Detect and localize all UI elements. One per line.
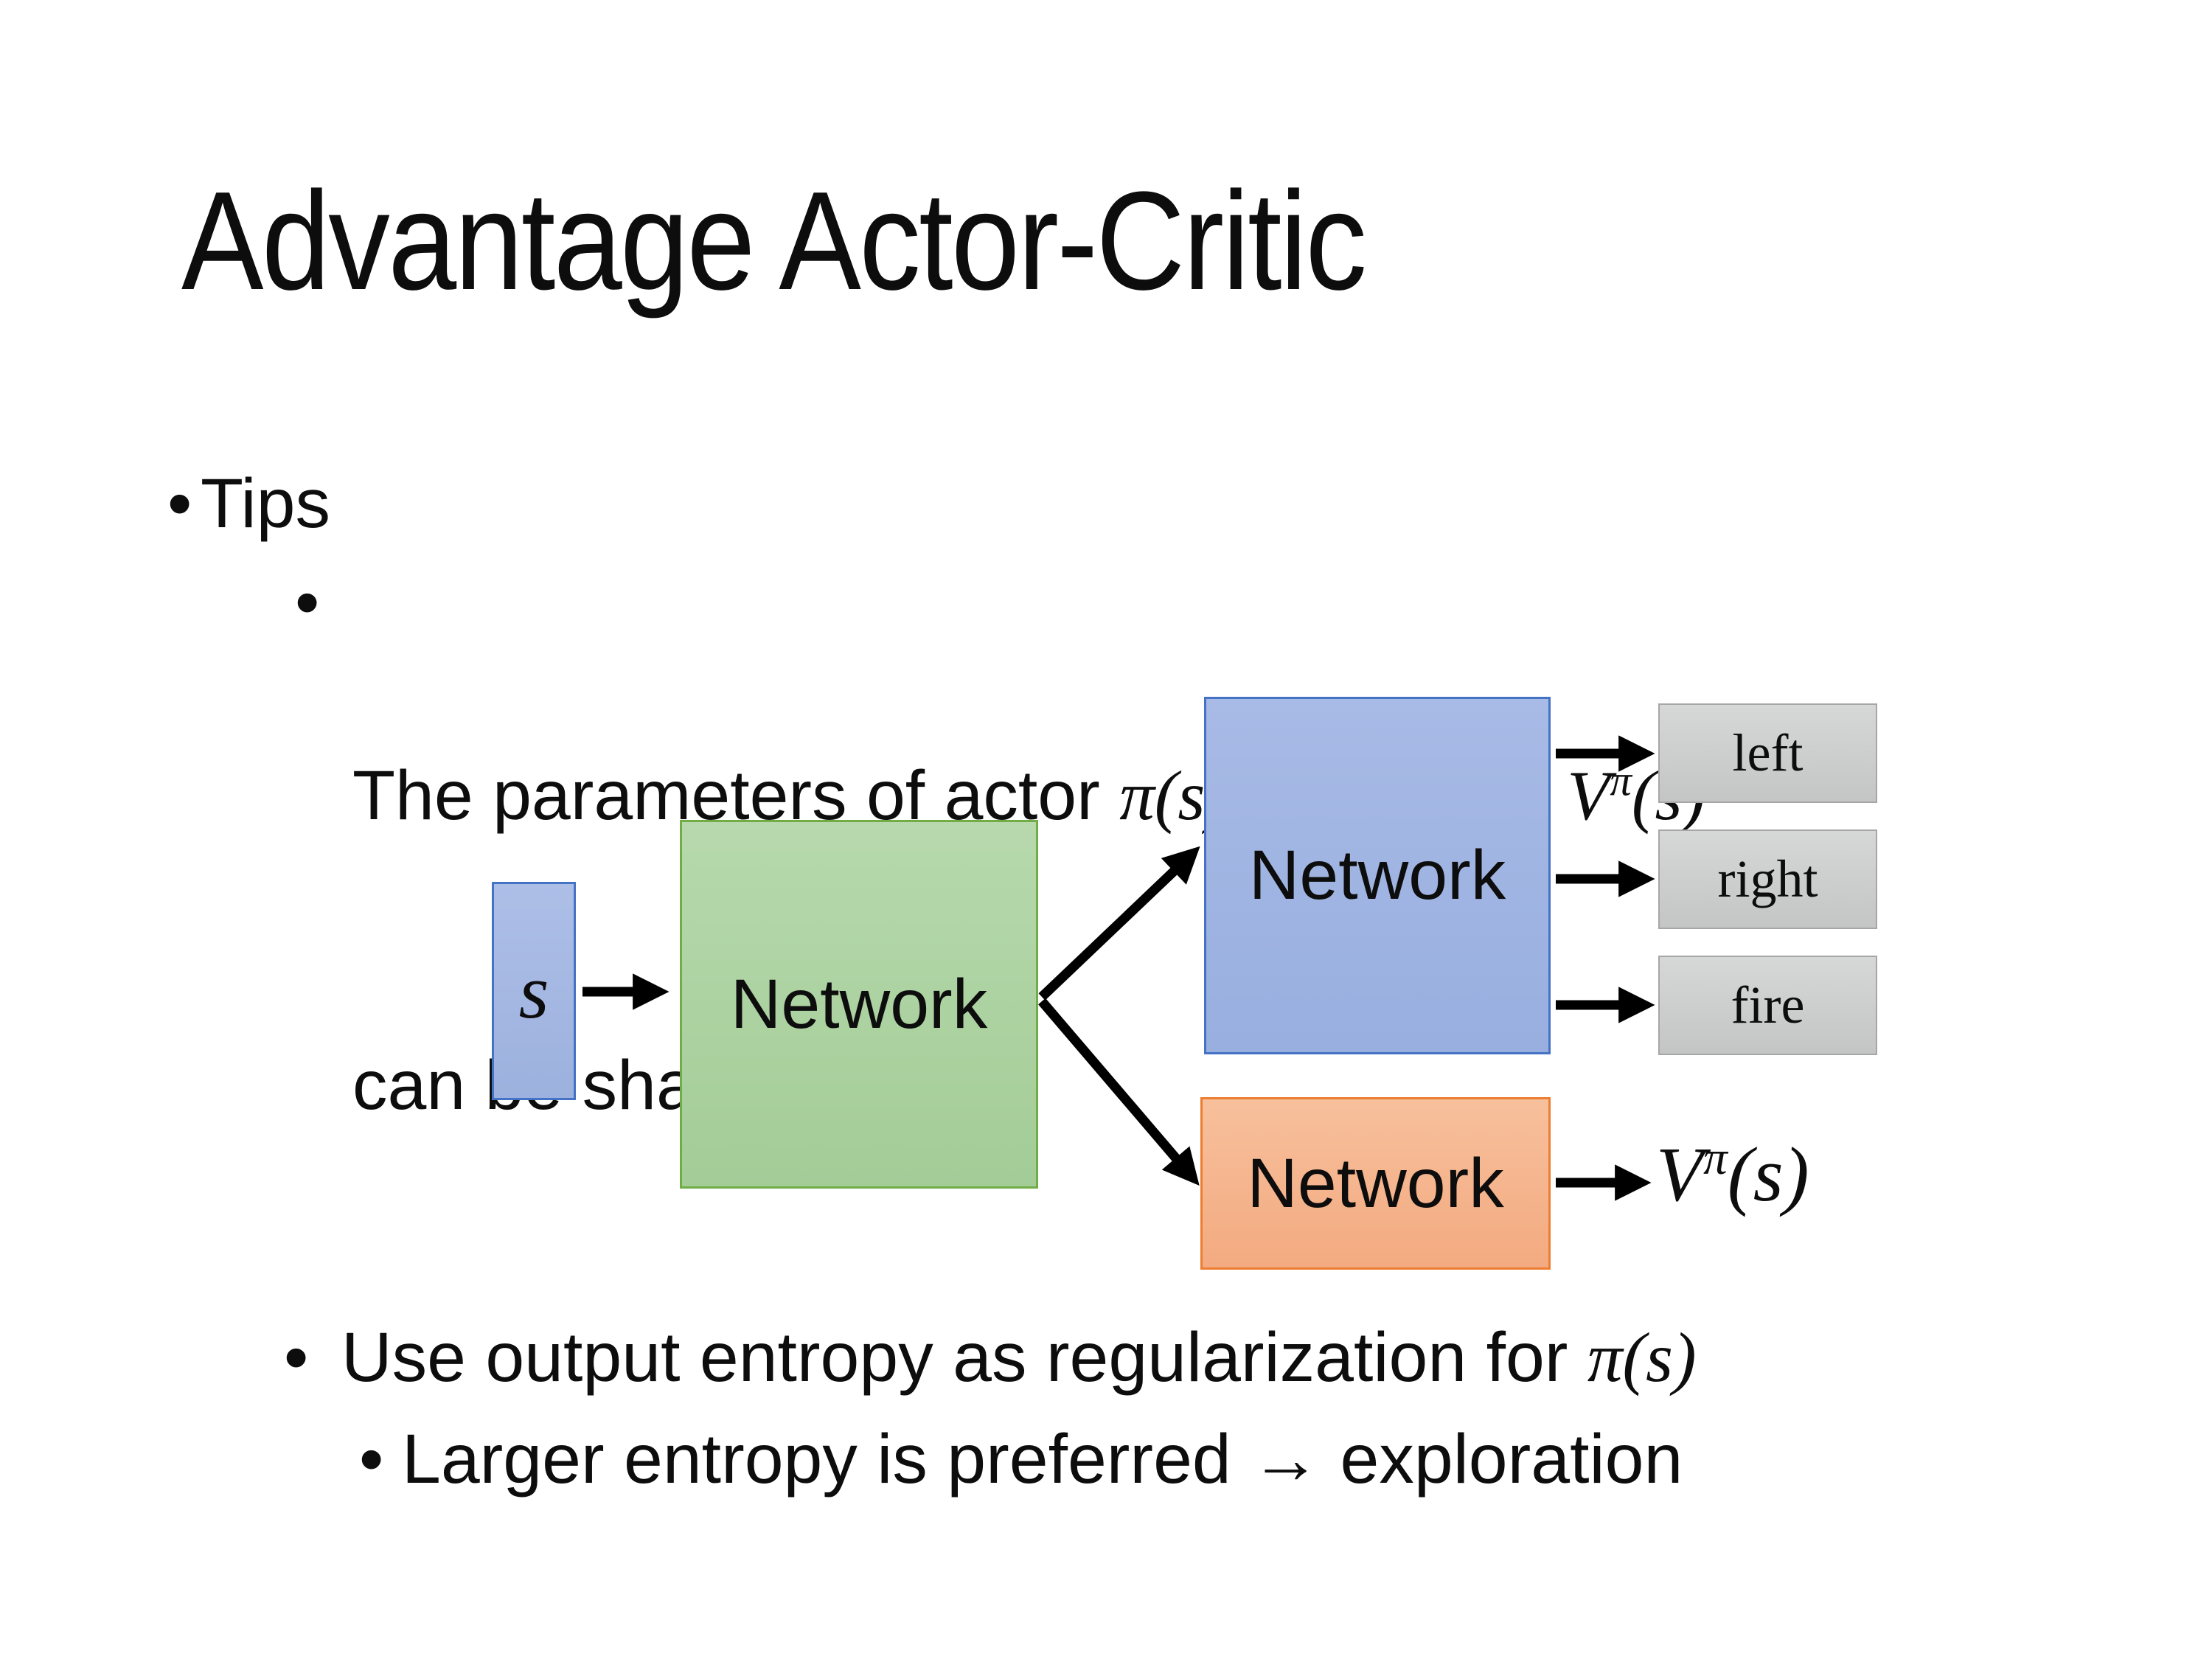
bullet-marker: •: [359, 1420, 384, 1498]
action-label-left: left: [1732, 723, 1804, 782]
critic-output-label: Vπ(s): [1656, 1130, 1809, 1219]
action-label-fire: fire: [1731, 975, 1805, 1034]
critic-network-label: Network: [1247, 1144, 1504, 1222]
bullet-tips-text: Tips: [201, 465, 330, 543]
bullet-marker: •: [295, 563, 320, 641]
page-title: Advantage Actor-Critic: [181, 163, 1367, 319]
state-box: s: [492, 882, 576, 1100]
actor-network-label: Network: [1248, 836, 1506, 914]
math-v-base: V: [1656, 1131, 1704, 1217]
bullet-marker: •: [167, 465, 192, 543]
text-run: Use output entropy as regularization for: [341, 1318, 1587, 1397]
shared-network-label: Network: [730, 964, 988, 1043]
action-box-left: left: [1658, 703, 1877, 803]
bullet-marker: •: [284, 1318, 309, 1397]
shared-network-box: Network: [680, 820, 1038, 1189]
math-v-args: (s): [1727, 1131, 1809, 1217]
state-label: s: [518, 947, 549, 1034]
math-pi-s: π(s): [1587, 1318, 1697, 1397]
action-box-right: right: [1658, 830, 1877, 929]
bullet-entropy-text: Use output entropy as regularization for…: [341, 1310, 2127, 1406]
bullet-exploration-text: Larger entropy is preferred → exploratio…: [402, 1420, 1683, 1498]
bullet-exploration: • Larger entropy is preferred → explorat…: [359, 1411, 2129, 1508]
action-box-fire: fire: [1658, 956, 1877, 1055]
actor-network-box: Network: [1204, 697, 1551, 1054]
bullet-tips: • Tips: [167, 456, 831, 552]
bullet-entropy: • Use output entropy as regularization f…: [284, 1310, 2127, 1406]
math-v-sup: π: [1703, 1132, 1728, 1185]
math-v-sup: π: [1610, 757, 1632, 805]
math-v-base: V: [1567, 757, 1610, 835]
critic-network-box: Network: [1200, 1097, 1551, 1270]
action-label-right: right: [1717, 849, 1818, 908]
